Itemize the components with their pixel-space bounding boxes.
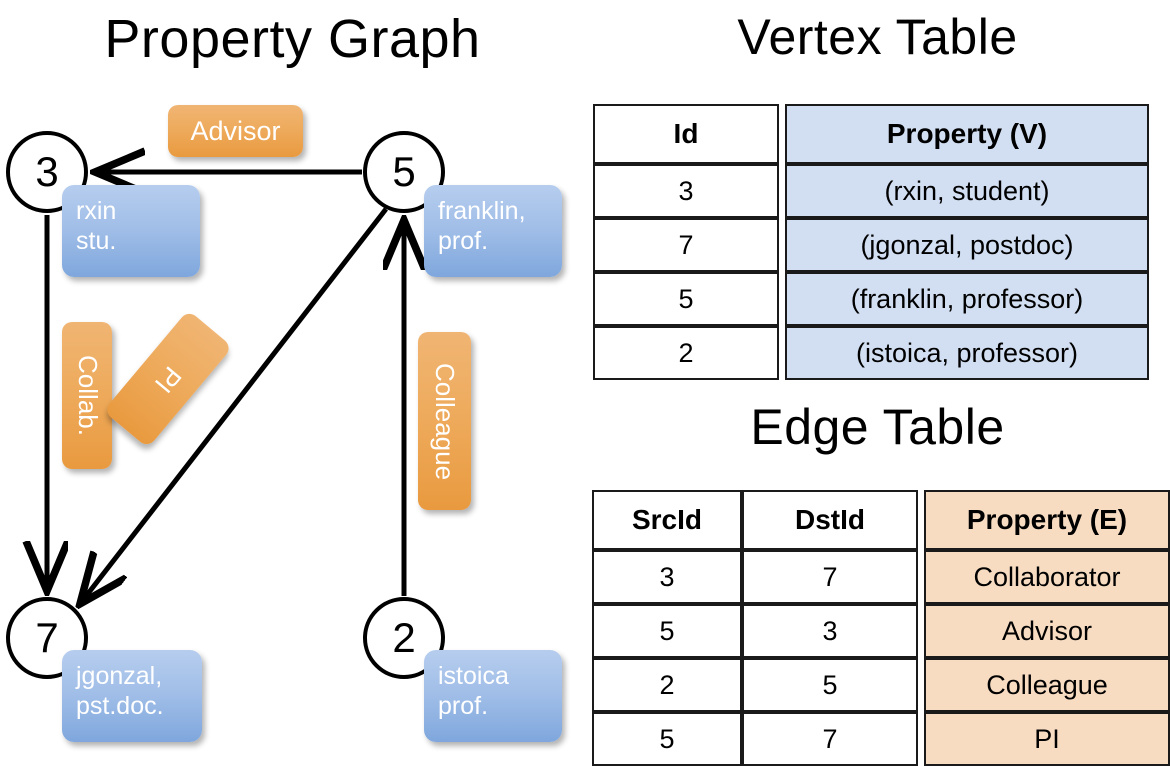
vertex-cell-id: 7 [593,218,779,272]
edge-cell-dstid: 7 [742,712,918,766]
graph-node-2[interactable]: 2 [363,597,445,679]
vertex-cell-id: 2 [593,326,779,380]
vertex-cell-id: 3 [593,164,779,218]
edge-cell-property: Collaborator [924,550,1170,604]
table-row: 2 (istoica, professor) [593,326,1149,380]
table-row: 5 (franklin, professor) [593,272,1149,326]
vertex-table-header-property: Property (V) [785,104,1149,164]
page-title-edge-table: Edge Table [750,399,1005,455]
vertex-table-column-gap [779,272,785,326]
vertex-table-column-gap [779,218,785,272]
vertex-table-column-gap [779,104,785,164]
edge-label-pi-text: PI [148,360,188,399]
edge-cell-srcid: 5 [592,604,742,658]
vertex-table-column-gap [779,326,785,380]
edge-table-header-property: Property (E) [924,490,1170,550]
graph-edges-layer [0,0,585,760]
edge-table: SrcId DstId Property (E) 3 7 Collaborato… [592,490,1170,766]
edge-cell-dstid: 7 [742,550,918,604]
vertex-cell-property: (istoica, professor) [785,326,1149,380]
edge-label-advisor-text: Advisor [190,115,281,146]
edge-cell-srcid: 3 [592,550,742,604]
vertex-cell-property: (rxin, student) [785,164,1149,218]
edge-table-column-gap [918,550,924,604]
edge-label-collab: Collab. [62,322,112,469]
edge-table-header-dstid: DstId [742,490,918,550]
vertex-cell-property: (franklin, professor) [785,272,1149,326]
vertex-cell-property: (jgonzal, postdoc) [785,218,1149,272]
node-property-box-jgonzal: jgonzal, pst.doc. [62,650,202,742]
table-row: 3 (rxin, student) [593,164,1149,218]
edge-cell-dstid: 3 [742,604,918,658]
node-property-box-rxin: rxin stu. [62,185,200,277]
table-row: 3 7 Collaborator [592,550,1170,604]
edge-table-column-gap [918,658,924,712]
vertex-table-column-gap [779,164,785,218]
edge-label-collab-text: Collab. [72,355,103,436]
edge-table-header-srcid: SrcId [592,490,742,550]
edge-5-to-7-pi [83,207,388,600]
vertex-table-header-id: Id [593,104,779,164]
node-property-box-istoica: istoica prof. [424,650,562,742]
page-title-vertex-table: Vertex Table [737,9,1018,65]
edge-cell-property: Colleague [924,658,1170,712]
graph-node-5[interactable]: 5 [363,131,445,213]
edge-table-column-gap [918,490,924,550]
table-row: 2 5 Colleague [592,658,1170,712]
edge-label-colleague: Colleague [418,332,471,510]
edge-table-column-gap [918,604,924,658]
edge-cell-property: PI [924,712,1170,766]
edge-table-column-gap [918,712,924,766]
vertex-table-header-row: Id Property (V) [593,104,1149,164]
table-row: 5 3 Advisor [592,604,1170,658]
property-graph-diagram: 3 5 7 2 rxin stu. franklin, prof. jgonza… [0,0,585,760]
node-property-box-franklin: franklin, prof. [424,185,562,277]
edge-cell-dstid: 5 [742,658,918,712]
vertex-table: Id Property (V) 3 (rxin, student) 7 (jgo… [593,104,1149,380]
edge-label-colleague-text: Colleague [430,362,460,480]
edge-cell-property: Advisor [924,604,1170,658]
edge-cell-srcid: 5 [592,712,742,766]
vertex-cell-id: 5 [593,272,779,326]
edge-table-header-row: SrcId DstId Property (E) [592,490,1170,550]
table-row: 5 7 PI [592,712,1170,766]
edge-cell-srcid: 2 [592,658,742,712]
page-title-property-graph: Property Graph [104,9,481,69]
edge-label-advisor: Advisor [168,105,303,157]
table-row: 7 (jgonzal, postdoc) [593,218,1149,272]
